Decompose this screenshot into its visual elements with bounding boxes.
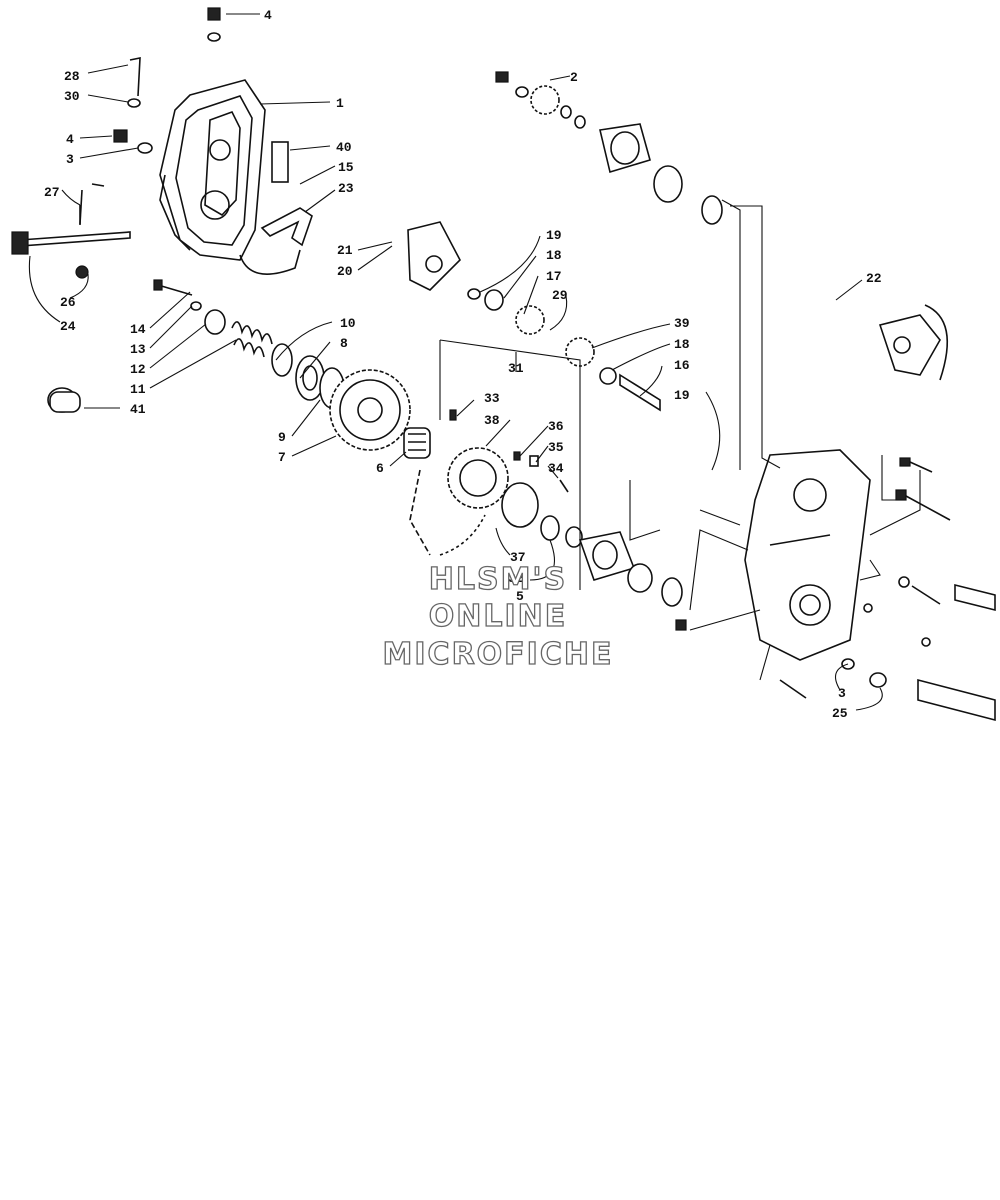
bearing-flange-top	[599, 123, 651, 174]
callout-29: 29	[552, 288, 568, 303]
brake-shaft-24	[11, 183, 131, 279]
callout-27: 27	[44, 185, 60, 200]
callout-31: 31	[508, 361, 524, 376]
watermark-line-1: HLSM'S	[429, 562, 567, 597]
bearing-18	[484, 289, 504, 311]
callout-32: 32	[508, 571, 524, 586]
callout-13: 13	[130, 342, 146, 357]
callout-8: 8	[340, 336, 348, 351]
sprocket-38	[447, 447, 509, 509]
callout-33: 33	[484, 391, 500, 406]
drive-shaft-upper	[954, 583, 996, 612]
callout-41: 41	[130, 402, 146, 417]
bearing-flange-lower	[578, 531, 636, 581]
callout-1: 1	[336, 96, 344, 111]
callout-19: 19	[546, 228, 562, 243]
leader-lines	[28, 13, 921, 711]
chaincase-housing	[744, 449, 871, 661]
o-ring-lower	[661, 577, 683, 607]
callout-4: 4	[264, 8, 272, 23]
bearing-18b	[599, 367, 617, 385]
chaincase-cover	[159, 79, 266, 261]
drive-shaft-lower	[917, 678, 996, 722]
callout-11: 11	[130, 382, 146, 397]
watermark: HLSM'S ONLINE MICROFICHE	[382, 561, 614, 672]
callout-19b: 19	[674, 388, 690, 403]
callout-28: 28	[64, 69, 80, 84]
callout-37: 37	[510, 550, 526, 565]
watermark-line-2: ONLINE	[429, 599, 568, 634]
callout-2: 2	[570, 70, 578, 85]
callout-9: 9	[278, 430, 286, 445]
brake-bracket-22	[878, 304, 948, 381]
nut-lower	[675, 619, 687, 631]
callout-26: 26	[60, 295, 76, 310]
callout-18b: 18	[674, 337, 690, 352]
callout-18: 18	[546, 248, 562, 263]
cap-screw-14	[153, 279, 193, 296]
callout-16: 16	[674, 358, 690, 373]
bushing-41	[47, 387, 81, 413]
callout-20: 20	[337, 264, 353, 279]
callout-7: 7	[278, 450, 286, 465]
callout-36: 36	[548, 419, 564, 434]
washer-13	[190, 301, 202, 311]
cap-nut-4-top	[207, 7, 221, 42]
sprocket-7	[329, 369, 411, 451]
callout-5: 5	[516, 589, 524, 604]
bracket-40	[271, 141, 289, 183]
callout-15: 15	[338, 160, 354, 175]
callout-34: 34	[548, 461, 564, 476]
callout-30: 30	[64, 89, 80, 104]
callout-22: 22	[866, 271, 882, 286]
callout-4-left: 4	[66, 132, 74, 147]
screw-28	[127, 57, 141, 108]
chain	[409, 469, 486, 556]
callout-17: 17	[546, 269, 562, 284]
callout-39: 39	[674, 316, 690, 331]
callout-24: 24	[60, 319, 76, 334]
callout-12: 12	[130, 362, 146, 377]
gasket	[239, 249, 301, 275]
callout-3: 3	[66, 152, 74, 167]
o-ring-top	[701, 195, 723, 225]
nut-4-left	[113, 129, 153, 154]
top-sprocket-2	[495, 71, 586, 129]
washer-19	[467, 288, 481, 300]
callout-35: 35	[548, 440, 564, 455]
watermark-line-3: MICROFICHE	[383, 637, 614, 672]
bearing-lower	[627, 563, 653, 593]
adjuster-12	[204, 309, 226, 335]
bracket-23	[260, 207, 313, 247]
callout-10: 10	[340, 316, 356, 331]
bearing-top	[653, 165, 683, 203]
pinion-6	[403, 427, 431, 459]
fasteners-right	[779, 457, 951, 699]
bearing-housing-left	[407, 221, 461, 291]
washer-5	[540, 515, 583, 548]
hub-37	[501, 482, 539, 528]
callout-3-right: 3	[838, 686, 846, 701]
callout-23: 23	[338, 181, 354, 196]
sprocket-17	[515, 305, 545, 335]
callout-25: 25	[832, 706, 848, 721]
callout-38: 38	[484, 413, 500, 428]
callout-14: 14	[130, 322, 146, 337]
shaft-16	[619, 373, 661, 412]
callout-40: 40	[336, 140, 352, 155]
callouts: 4 2 28 30 1 4 3 40 15 23 27 21 20 19 18 …	[44, 8, 882, 721]
snap-ring-10	[271, 343, 293, 377]
callout-6: 6	[376, 461, 384, 476]
spring-11	[231, 321, 273, 358]
callout-21: 21	[337, 243, 353, 258]
